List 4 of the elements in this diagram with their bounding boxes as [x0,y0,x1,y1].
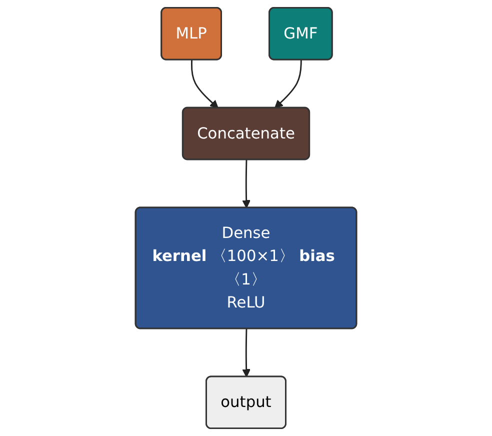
arrow [242,160,251,208]
arrow [190,60,218,108]
arrow [242,328,251,378]
arrow [274,60,302,108]
